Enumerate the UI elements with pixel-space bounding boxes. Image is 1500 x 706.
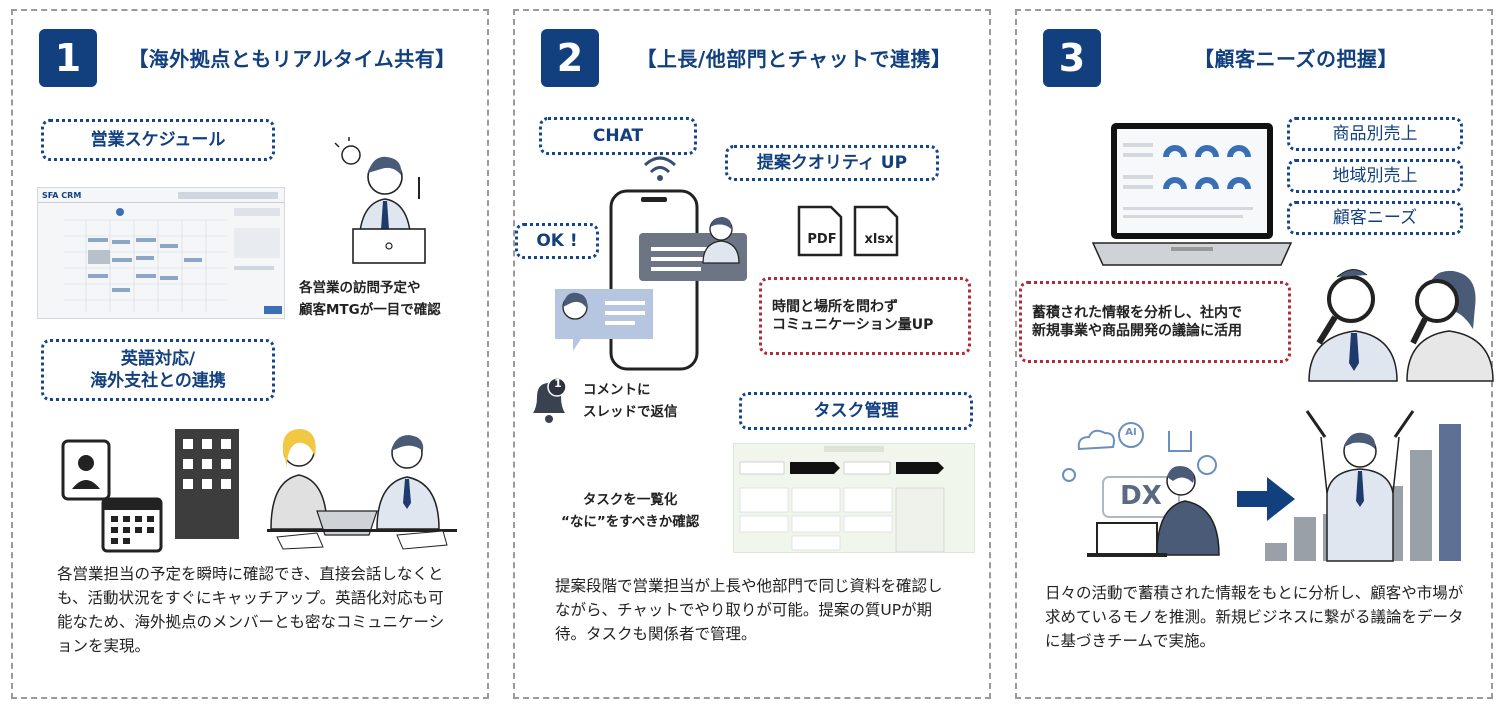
notification-count: 1 — [554, 377, 562, 390]
meeting-illustration — [267, 429, 457, 550]
task-note-line-2: “なに”をすべきか確認 — [561, 514, 700, 531]
tag-regional-sales: 地域別売上 — [1287, 159, 1463, 193]
analysis-note-line-1: 蓄積された情報を分析し、社内で — [1032, 304, 1242, 321]
anytime-note-line-2: コミュニケーション量UP — [772, 317, 934, 333]
file-icons — [797, 205, 899, 257]
bell-notification-icon — [533, 377, 567, 423]
chat-label: CHAT — [539, 117, 697, 155]
panel-description: 日々の活動で蓄積された情報をもとに分析し、顧客や市場が求めているモノを推測。新規… — [1045, 584, 1464, 651]
task-note-line-1: タスクを一覧化 — [582, 492, 678, 508]
laptop-dashboard-illustration — [1091, 123, 1293, 266]
pdf-file-icon — [797, 205, 843, 257]
ai-chip-icon — [1118, 422, 1144, 448]
comment-note-line-2: スレッドで返信 — [583, 404, 678, 421]
app-logo: SFA CRM — [42, 191, 82, 200]
cloud-upload-icon — [1077, 429, 1115, 451]
tag-customer-needs: 顧客ニーズ — [1287, 201, 1463, 235]
panel-title: 【海外拠点ともリアルタイム共有】 — [128, 47, 456, 71]
gear-icon — [1062, 468, 1076, 482]
task-note: タスクを一覧化 “なに”をすべきか確認 — [561, 489, 699, 534]
comment-note: コメントに スレッドで返信 — [583, 379, 678, 424]
panel-description: 各営業担当の予定を瞬時に確認でき、直接会話しなくとも、活動状況をすぐにキャッチア… — [57, 565, 445, 656]
panel-title: 【上長/他部門とチャットで連携】 — [636, 47, 952, 71]
magnifier-icon-2 — [1415, 279, 1459, 323]
celebrating-man — [1305, 410, 1415, 562]
dx-label: DX — [1120, 481, 1162, 511]
panel-description: 提案段階で営業担当が上長や他部門で同じ資料を確認しながら、チャットでやり取りが可… — [555, 577, 943, 644]
bulb-icon — [1197, 455, 1217, 475]
growth-bar — [1265, 543, 1287, 561]
panel-number-badge: 2 — [541, 29, 599, 87]
man-on-phone-illustration — [702, 217, 740, 264]
smartphone-chat-illustration — [555, 189, 747, 371]
dx-worker-illustration — [1062, 422, 1220, 557]
ai-label: AI — [1125, 427, 1137, 438]
analysis-note-line-2: 新規事業や商品開発の議論に活用 — [1032, 323, 1242, 339]
businessman-laptop-illustration — [334, 137, 426, 264]
quality-up-label: 提案クオリティ UP — [725, 145, 939, 181]
ok-label: OK ! — [515, 223, 599, 259]
panel-number-badge: 1 — [39, 29, 97, 87]
task-board-graphic — [739, 446, 945, 552]
analysis-note: 蓄積された情報を分析し、社内で 新規事業や商品開発の議論に活用 — [1019, 281, 1291, 363]
upload-box-icon — [1168, 431, 1192, 452]
panel-title: 【顧客ニーズの把握】 — [1194, 47, 1398, 71]
magnifier-icon — [1327, 275, 1375, 323]
anytime-note-line-1: 時間と場所を問わず — [772, 298, 898, 315]
english-label-line-1: 英語対応/ — [120, 348, 196, 369]
panel-number-badge: 3 — [1043, 29, 1101, 87]
scheduler-grid-graphic — [38, 192, 284, 314]
visit-note-line-2: 顧客MTGが一目で確認 — [299, 302, 441, 319]
task-management-label: タスク管理 — [739, 392, 973, 430]
growth-bar-illustration — [1265, 410, 1461, 562]
task-board-screenshot — [733, 443, 975, 553]
english-support-label: 英語対応/ 海外支社との連携 — [41, 339, 275, 401]
panel-customer-needs: 3 【顧客ニーズの把握】 商品別売上 地域別売上 顧客ニーズ 蓄積された情報を分… — [1015, 9, 1494, 699]
pdf-label: PDF — [807, 232, 837, 247]
english-label-line-2: 海外支社との連携 — [90, 371, 226, 391]
growth-bar — [1410, 450, 1432, 561]
comment-note-line-1: コメントに — [583, 382, 651, 398]
visit-note: 各営業の訪問予定や 顧客MTGが一目で確認 — [299, 277, 441, 322]
panel-chat-collaboration: 2 【上長/他部門とチャットで連携】 CHAT 提案クオリティ UP OK ! … — [513, 9, 991, 699]
tag-product-sales: 商品別売上 — [1287, 117, 1463, 151]
schedule-label: 営業スケジュール — [41, 119, 275, 161]
people-magnifying-glass-illustration — [1308, 269, 1494, 382]
growth-bar — [1439, 424, 1461, 561]
xlsx-file-icon — [853, 205, 899, 257]
panel-realtime-sharing: 1 【海外拠点ともリアルタイム共有】 営業スケジュール SFA CRM — [11, 9, 489, 699]
contact-calendar-building-illustration — [61, 429, 239, 553]
arrow-right-icon — [1237, 477, 1295, 521]
growth-bar — [1294, 517, 1316, 561]
anytime-note: 時間と場所を問わず コミュニケーション量UP — [759, 277, 971, 355]
wifi-icon — [643, 156, 677, 181]
scheduler-screenshot: SFA CRM — [37, 187, 285, 319]
visit-note-line-1: 各営業の訪問予定や — [299, 280, 421, 296]
xlsx-label: xlsx — [864, 232, 894, 247]
